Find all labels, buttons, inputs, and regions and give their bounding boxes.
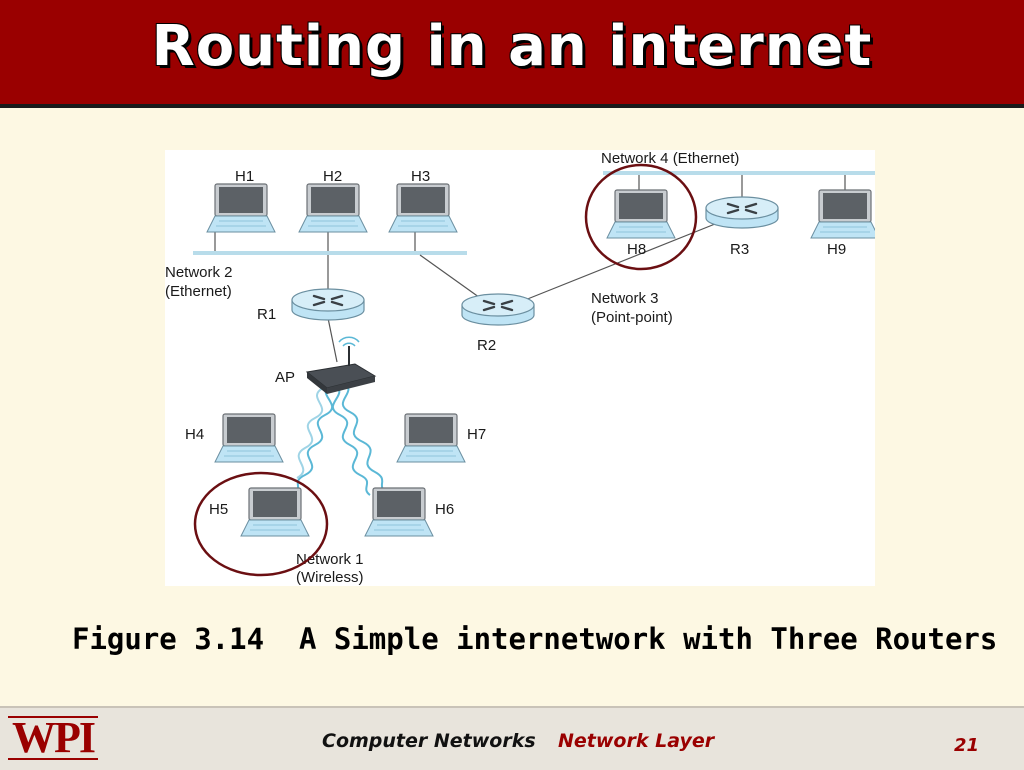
page-number: 21 (954, 735, 980, 756)
wpi-logo: WPI (6, 712, 100, 764)
label-network-1-line2: (Wireless) (296, 569, 364, 586)
label-h6: H6 (435, 501, 454, 518)
label-h1: H1 (235, 168, 254, 185)
host-h8-icon (606, 189, 676, 239)
host-h1-icon (206, 183, 276, 233)
host-h7-icon (396, 413, 466, 463)
label-network-3-line1: Network 3 (591, 290, 659, 307)
label-h5: H5 (209, 501, 228, 518)
highlight-circle-h8 (584, 163, 698, 271)
label-h2: H2 (323, 168, 342, 185)
router-r3-icon (704, 195, 780, 230)
label-h4: H4 (185, 426, 204, 443)
label-network-3-line2: (Point-point) (591, 309, 673, 326)
label-h3: H3 (411, 168, 430, 185)
label-network-1-line1: Network 1 (296, 551, 364, 568)
label-r1: R1 (257, 306, 276, 323)
label-h9: H9 (827, 241, 846, 258)
access-point-icon (305, 336, 377, 394)
router-r2-icon (460, 292, 536, 327)
footer-course: Computer Networks (322, 730, 536, 752)
label-network-2-line2: (Ethernet) (165, 283, 232, 300)
footer-bar (0, 706, 1024, 770)
host-h6-icon (364, 487, 434, 537)
label-ap: AP (275, 369, 295, 386)
host-h3-icon (388, 183, 458, 233)
network-diagram: H1 H2 H3 H8 R3 H9 Network 2 (Ethernet) R… (165, 150, 875, 586)
label-r3: R3 (730, 241, 749, 258)
router-r1-icon (290, 287, 366, 322)
figure-caption: Figure 3.14 A Simple internetwork with T… (72, 622, 998, 656)
host-h2-icon (298, 183, 368, 233)
label-h8: H8 (627, 241, 646, 258)
label-r2: R2 (477, 337, 496, 354)
highlight-circle-h5 (193, 471, 329, 577)
host-h5-icon (240, 487, 310, 537)
title-bar (0, 0, 1024, 108)
wpi-logo-text: WPI (12, 713, 96, 762)
host-h4-icon (214, 413, 284, 463)
host-h9-icon (810, 189, 875, 239)
label-h7: H7 (467, 426, 486, 443)
footer-topic: Network Layer (558, 730, 715, 752)
label-network-2-line1: Network 2 (165, 264, 233, 281)
label-network-4: Network 4 (Ethernet) (601, 150, 739, 167)
slide-title: Routing in an internet (151, 14, 873, 79)
